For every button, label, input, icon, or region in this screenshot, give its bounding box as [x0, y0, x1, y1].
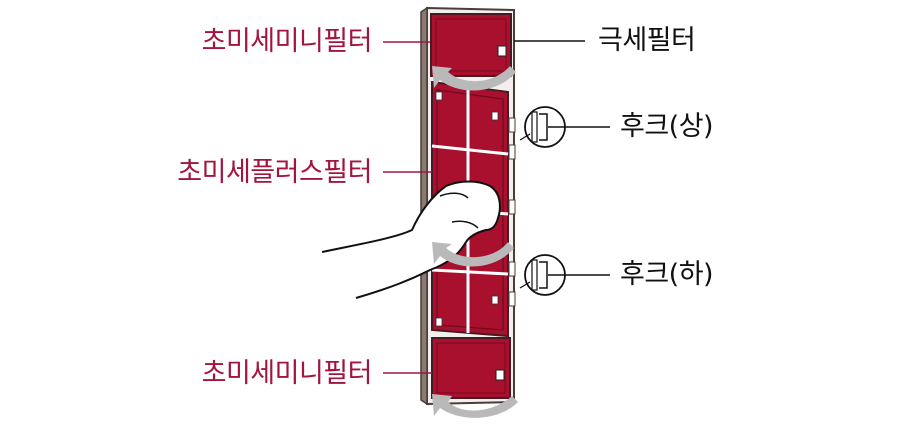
label-hook-upper: 후크(상)	[620, 111, 714, 142]
hand-illustration	[321, 180, 501, 299]
label-fine-filter: 극세필터	[598, 25, 696, 56]
panel-hook-marks	[508, 117, 516, 307]
leader-lines	[383, 40, 610, 374]
top-mini-filter	[430, 13, 512, 77]
removal-arrows	[432, 66, 518, 418]
label-ultra-plus-filter: 초미세플러스필터	[177, 157, 372, 188]
label-hook-lower: 후크(하)	[620, 259, 714, 290]
bottom-mini-filter	[431, 337, 511, 399]
label-ultra-mini-filter-bottom: 초미세미니필터	[201, 358, 373, 389]
label-ultra-mini-filter-top: 초미세미니필터	[201, 26, 373, 57]
hook-lower-zoom	[519, 254, 566, 296]
